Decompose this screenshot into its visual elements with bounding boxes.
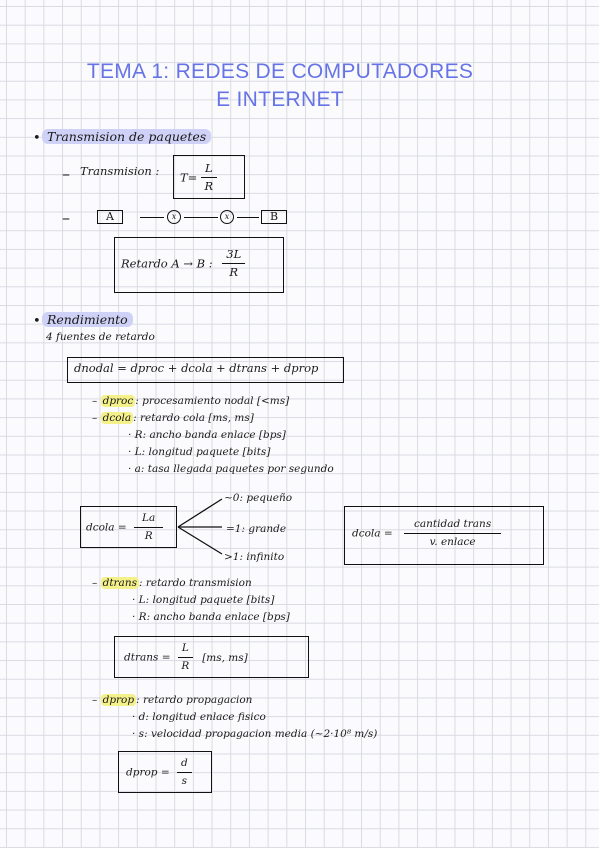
dcola-term: dcola: [100, 412, 134, 424]
dash: –: [92, 395, 98, 407]
list-item: · L: longitud paquete [bits]: [128, 446, 271, 458]
dcola-formula: dcola = La R: [86, 510, 164, 545]
transmision-label: Transmision :: [80, 164, 160, 178]
section-subtitle: 4 fuentes de retardo: [46, 331, 155, 343]
formula-lhs: dtrans =: [124, 651, 171, 664]
list-item: · a: tasa llegada paquetes por segundo: [128, 463, 334, 475]
retardo-formula: Retardo A → B : 3L R: [121, 246, 246, 281]
transmision-formula: T= L R: [180, 160, 217, 195]
dcola-formula-box: [80, 506, 177, 548]
list-item: · s: velocidad propagacion media (~2·10⁸…: [132, 728, 378, 740]
dcola-line: – dcola: retardo cola [ms, ms]: [92, 412, 254, 424]
case-small: ~0: pequeño: [224, 492, 293, 504]
formula-lhs: T=: [180, 170, 198, 185]
dcola-alt-formula: dcola = cantidad trans v. enlace: [352, 516, 502, 551]
link-line: [140, 217, 164, 218]
router-icon: x: [167, 210, 181, 224]
section-heading-transmision: Transmision de paquetes: [42, 129, 212, 144]
formula-lhs: dcola =: [86, 521, 127, 534]
fraction-denominator: R: [204, 179, 214, 193]
fraction-denominator: R: [229, 265, 239, 279]
list-item: · R: ancho banda enlace [bps]: [128, 429, 286, 441]
dtrans-line: – dtrans: retardo transmision: [92, 577, 252, 589]
fraction: La R: [134, 510, 164, 545]
case-infinite: >1: infinito: [224, 551, 285, 563]
fraction: L R: [200, 160, 217, 195]
dtrans-formula: dtrans = L R [ms, ms]: [124, 640, 248, 675]
dnodal-box: [67, 357, 344, 383]
page-title-line2: E INTERNET: [216, 88, 344, 111]
list-item: · R: ancho banda enlace [bps]: [132, 611, 290, 623]
heading-highlight: Transmision de paquetes: [42, 129, 212, 144]
fraction-denominator: s: [181, 775, 188, 787]
dash: –: [62, 164, 70, 183]
dtrans-formula-box: [114, 636, 309, 678]
fraction: cantidad trans v. enlace: [404, 516, 502, 551]
link-line: [184, 217, 218, 218]
fraction-denominator: R: [144, 530, 153, 542]
case-large: =1: grande: [226, 523, 287, 535]
bullet: •: [33, 314, 41, 329]
dtrans-desc: : retardo transmision: [138, 577, 252, 589]
bullet: •: [33, 131, 41, 146]
dash: –: [92, 694, 98, 706]
dprop-formula: dprop = d s: [126, 755, 192, 790]
dproc-term: dproc: [100, 395, 136, 407]
formula-lhs: dcola =: [352, 527, 393, 540]
dprop-formula-box: [118, 751, 212, 793]
list-item: · L: longitud paquete [bits]: [132, 594, 275, 606]
dash: –: [92, 577, 98, 589]
dproc-line: – dproc: procesamiento nodal [<ms]: [92, 395, 289, 407]
list-item: · d: longitud enlace fisico: [132, 711, 266, 723]
fraction-numerator: L: [200, 160, 217, 178]
transmision-formula-box: [173, 155, 245, 199]
fraction-numerator: L: [177, 640, 193, 658]
heading-highlight: Rendimiento: [42, 312, 133, 327]
section-heading-rendimiento: Rendimiento: [42, 312, 133, 327]
dprop-term: dprop: [100, 694, 137, 706]
router-icon: x: [220, 210, 234, 224]
retardo-box: [114, 237, 284, 293]
fraction-numerator: La: [134, 510, 164, 528]
dcola-desc: : retardo cola [ms, ms]: [133, 412, 254, 424]
dcola-alt-box: [344, 506, 544, 565]
arrow-icon: →: [183, 256, 193, 271]
formula-units: [ms, ms]: [202, 651, 248, 664]
dproc-desc: : procesamiento nodal [<ms]: [135, 395, 290, 407]
dprop-line: – dprop: retardo propagacion: [92, 694, 252, 706]
fraction-numerator: d: [176, 755, 192, 773]
node-a: A: [97, 210, 123, 224]
dtrans-term: dtrans: [100, 577, 139, 589]
link-line: [237, 217, 259, 218]
dprop-desc: : retardo propagacion: [136, 694, 253, 706]
dnodal-formula: dnodal = dproc + dcola + dtrans + dprop: [74, 361, 319, 375]
node-b: B: [261, 210, 287, 224]
fraction-numerator: 3L: [222, 246, 246, 264]
cases-arrows: [177, 498, 223, 555]
dash: –: [62, 208, 70, 227]
fraction: 3L R: [222, 246, 246, 281]
fraction: L R: [177, 640, 193, 675]
fraction-denominator: v. enlace: [429, 536, 476, 548]
retardo-label: Retardo A: [121, 256, 180, 271]
dash: –: [92, 412, 98, 424]
retardo-b: B :: [196, 256, 213, 271]
fraction-numerator: cantidad trans: [404, 516, 502, 534]
fraction: d s: [176, 755, 192, 790]
page-title: TEMA 1: REDES DE COMPUTADORES: [86, 60, 474, 83]
formula-lhs: dprop =: [126, 766, 170, 779]
fraction-denominator: R: [181, 660, 190, 672]
